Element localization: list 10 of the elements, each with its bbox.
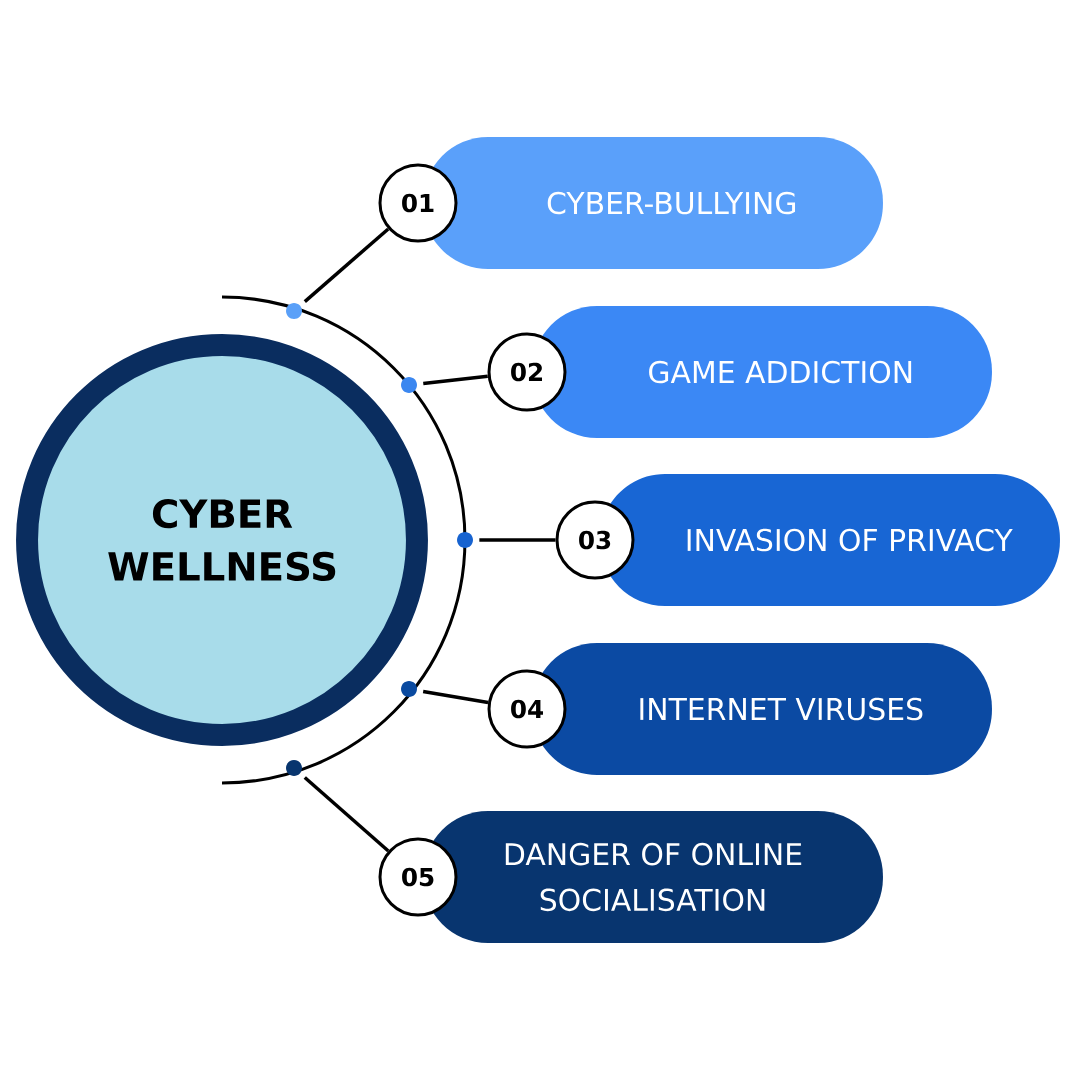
connector-line: [479, 538, 556, 542]
connector-dot: [286, 760, 302, 776]
connector-dot: [286, 303, 302, 319]
connector-dot: [401, 377, 417, 393]
connector-dot: [401, 681, 417, 697]
connector-dot: [457, 532, 473, 548]
connector-line: [303, 776, 390, 853]
connector-line: [423, 374, 488, 386]
connector-line: [303, 227, 390, 303]
connector-line: [422, 689, 489, 705]
